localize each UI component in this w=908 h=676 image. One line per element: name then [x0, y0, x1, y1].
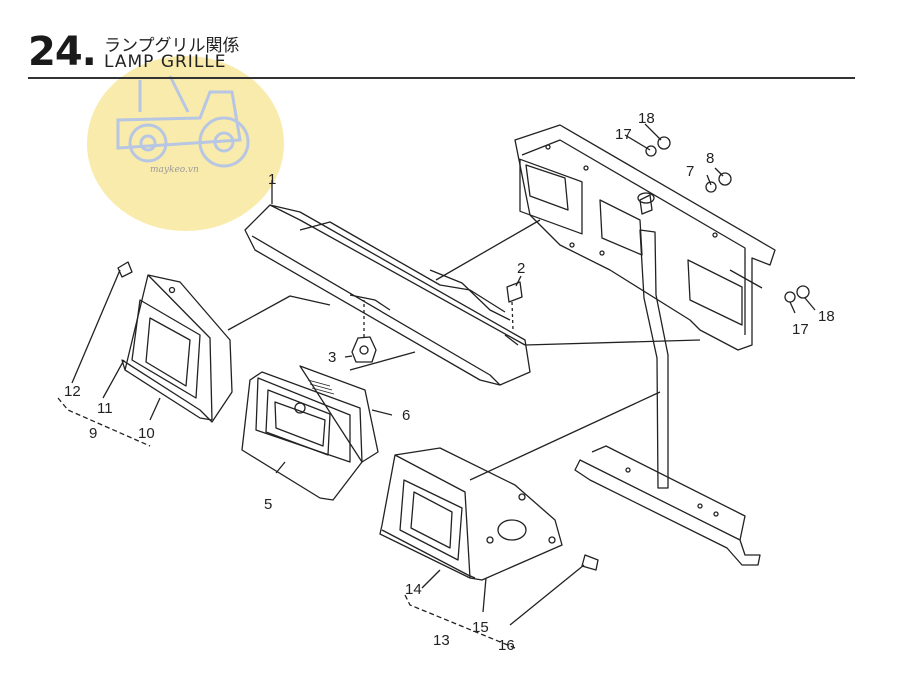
callout-11: 11	[97, 400, 113, 417]
callout-18-right: 18	[818, 308, 835, 325]
callout-leader	[344, 355, 353, 358]
callout-labels: 1 2 3 5 6 7 8 9 10 11 12 13 14 15 16 17 …	[64, 110, 835, 654]
right-lamp-housing	[379, 447, 563, 581]
callout-13: 13	[433, 632, 450, 649]
clamp-3	[351, 300, 377, 363]
leader-line	[469, 391, 661, 481]
callout-leader	[509, 564, 585, 626]
mounting-frame	[514, 124, 776, 351]
callout-leader	[421, 569, 441, 589]
callout-16: 16	[498, 637, 515, 654]
group-bracket-9	[57, 397, 151, 447]
fastener-set-right	[784, 285, 810, 303]
center-lamp-housing	[241, 365, 379, 501]
leader-line	[227, 295, 331, 331]
callout-leader	[275, 461, 286, 474]
callout-14: 14	[405, 581, 422, 598]
callout-9: 9	[89, 425, 97, 442]
callout-leader	[515, 275, 522, 287]
callout-15: 15	[472, 619, 489, 636]
callout-leader	[706, 174, 712, 186]
section-number: 24.	[28, 29, 97, 75]
fastener-set-top	[645, 136, 732, 193]
grille-cover	[244, 204, 531, 386]
screw-16	[581, 554, 599, 571]
callout-leader	[804, 297, 816, 311]
section-title-japanese: ランプグリル関係	[104, 36, 240, 56]
callout-leader	[71, 269, 121, 384]
section-title-english: LAMP GRILLE	[104, 52, 227, 72]
callout-leader	[714, 167, 724, 177]
callout-leader	[789, 301, 796, 314]
left-lamp-housing	[121, 274, 233, 423]
callout-2: 2	[517, 260, 525, 277]
leader-line	[349, 351, 416, 371]
callout-leader	[149, 397, 161, 421]
leader-line	[524, 339, 701, 346]
callout-17-top: 17	[615, 126, 632, 143]
callout-12: 12	[64, 383, 81, 400]
header-rule	[28, 77, 855, 79]
callout-10: 10	[138, 425, 155, 442]
callout-18-top: 18	[638, 110, 655, 127]
leader-line	[435, 219, 541, 281]
callout-7: 7	[686, 163, 694, 180]
callout-6: 6	[402, 407, 410, 424]
mesh-screen	[307, 379, 335, 395]
screw-12	[117, 261, 133, 278]
bolt-2	[506, 281, 523, 331]
callout-leader	[371, 409, 393, 416]
watermark-text: maykeo.vn	[150, 165, 199, 175]
callout-leader	[644, 123, 662, 141]
callout-17-right: 17	[792, 321, 809, 338]
callout-leader	[102, 359, 125, 399]
callout-leader	[624, 134, 651, 151]
group-bracket-13	[404, 594, 516, 649]
support-stay	[574, 229, 761, 566]
callout-8: 8	[706, 150, 714, 167]
callout-1: 1	[268, 171, 276, 188]
callout-5: 5	[264, 496, 272, 513]
callout-3: 3	[328, 349, 336, 366]
callout-leader	[482, 577, 487, 613]
